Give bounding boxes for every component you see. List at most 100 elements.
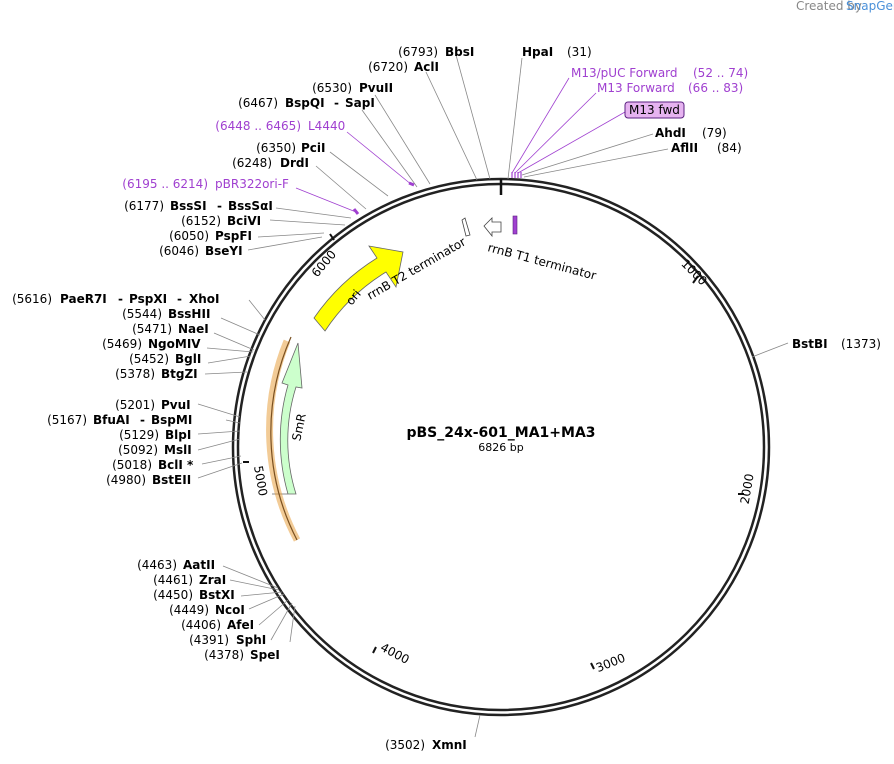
site-pspfi[interactable]: (6050) PspFI [169,229,325,243]
site-pos: (1373) [841,337,881,351]
site-pos: (6177) [124,199,164,213]
site-pos: (6046) [159,244,199,258]
smr-orf-line [270,336,298,541]
site-name: SpeI [250,648,280,662]
site-bgli[interactable]: (5452) BglI [129,352,252,366]
primer-m13-fwd[interactable]: M13 fwd [517,101,685,174]
site-naei[interactable]: (5471) NaeI [132,322,255,351]
site-name3: XhoI [189,292,220,306]
site-bsssi-bsssai[interactable]: (6177) BssSI - BssSαI [124,199,352,219]
site-pos: (5469) [102,337,142,351]
site-name: BlpI [165,428,191,442]
site-pos: (31) [567,45,592,59]
site-name: DrdI [280,156,309,170]
primer-m13-puc-forward[interactable]: M13/pUC Forward (52 .. 74) [511,66,748,174]
site-pos: (4450) [153,588,193,602]
site-pvuii[interactable]: (6530) PvuII [312,81,431,185]
smr-arrow [272,342,303,495]
site-pos: (4449) [169,603,209,617]
site-pvui[interactable]: (5201) PvuI [115,398,241,418]
site-pos: (6793) [398,45,438,59]
site-ngomiv[interactable]: (5469) NgoMIV [102,337,254,353]
site-msli[interactable]: (5092) MslI [118,438,241,457]
site-pos: (5201) [115,398,155,412]
site-acli[interactable]: (6720) AclI [368,60,478,181]
primer-m13-forward[interactable]: M13 Forward (66 .. 83) [514,81,743,174]
site-pos: (4461) [153,573,193,587]
site-aflii[interactable]: AflII (84) [523,141,742,178]
site-name: BseYI [205,244,243,258]
primer-name: M13 Forward [597,81,675,95]
site-pos: (5471) [132,322,172,336]
site-sep: - [334,96,339,110]
site-name: HpaI [522,45,553,59]
site-zrai[interactable]: (4461) ZraI [153,573,280,591]
site-name: AclI [414,60,439,74]
credit-brand: SnapGene [846,0,894,13]
site-pos: (6530) [312,81,352,95]
site-name: BbsI [445,45,474,59]
site-bsteii[interactable]: (4980) BstEII [106,462,243,487]
site-paer7i-pspxi-xhoi[interactable]: (5616) PaeR7I - PspXI - XhoI [12,292,266,321]
site-name: NgoMIV [148,337,201,351]
site-aatii[interactable]: (4463) AatII [137,558,279,589]
site-pcii[interactable]: (6350) PciI [256,141,389,197]
site-pos: (4378) [204,648,244,662]
site-pos: (5092) [118,443,158,457]
feature-rrnb-t1[interactable]: rrnB T1 terminator [483,215,598,283]
primer-pbr322ori-f[interactable]: (6195 .. 6214) pBR322ori-F [122,177,360,215]
site-name: AfeI [227,618,254,632]
site-sep: - [217,199,222,213]
site-name: BglI [175,352,201,366]
m13-primer-cluster [511,172,522,178]
primer-name: M13 fwd [629,103,680,117]
site-ahdi[interactable]: AhdI (79) [521,126,727,176]
site-pos: (4391) [189,633,229,647]
primer-range: (6195 .. 6214) [122,177,208,191]
site-name: BtgZI [161,367,198,381]
site-bfuai-bspmi[interactable]: (5167) BfuAI - BspMI [47,413,241,427]
site-bspqi-sapi[interactable]: (6467) BspQI - SapI [238,96,418,188]
site-blpi[interactable]: (5129) BlpI [119,428,241,442]
site-xmni[interactable]: (3502) XmnI [385,714,481,752]
site-pos: (6248) [232,156,272,170]
site-sphi[interactable]: (4391) SphI [189,602,293,647]
rrnb-t1-arrow [483,217,502,238]
site-bstbi[interactable]: BstBI (1373) [751,337,881,358]
site-pos: (5616) [12,292,52,306]
site-drdi[interactable]: (6248) DrdI [232,156,367,210]
primer-range: (52 .. 74) [693,66,748,80]
site-afei[interactable]: (4406) AfeI [181,599,289,632]
site-spei[interactable]: (4378) SpeI [204,605,296,662]
site-pos: (5129) [119,428,159,442]
site-pos: (5018) [112,458,152,472]
credit-prefix: Created by [796,0,862,13]
site-pos: (6350) [256,141,296,155]
site-bstxi[interactable]: (4450) BstXI [153,588,283,602]
site-bbsi[interactable]: (6793) BbsI [398,45,491,180]
site-ncoi[interactable]: (4449) NcoI [169,593,285,617]
tick-2000: 2000 [738,473,757,506]
site-btgzi[interactable]: (5378) BtgZI [115,367,248,381]
site-sep: - [118,292,123,306]
site-name: BstEII [152,473,191,487]
feature-smr[interactable]: SmR [266,336,309,542]
site-name: XmnI [432,738,467,752]
site-pos: (84) [717,141,742,155]
site-name: BclI * [158,458,194,472]
primer-name: L4440 [308,119,345,133]
site-hpai[interactable]: HpaI (31) [507,45,592,180]
primer-l4440[interactable]: (6448 .. 6465) L4440 [215,119,415,187]
site-bsshii[interactable]: (5544) BssHII [122,307,261,336]
site-name: ZraI [199,573,226,587]
tick-4000: 4000 [378,640,412,667]
site-bcivi[interactable]: (6152) BciVI [181,214,346,228]
m13-primer-marker [512,215,518,235]
site-bcli[interactable]: (5018) BclI * [112,455,242,472]
primer-range: (6448 .. 6465) [215,119,301,133]
site-bseyi[interactable]: (6046) BseYI [159,236,323,258]
site-name2: PspXI [129,292,167,306]
primer-name: M13/pUC Forward [571,66,678,80]
site-pos: (6467) [238,96,278,110]
